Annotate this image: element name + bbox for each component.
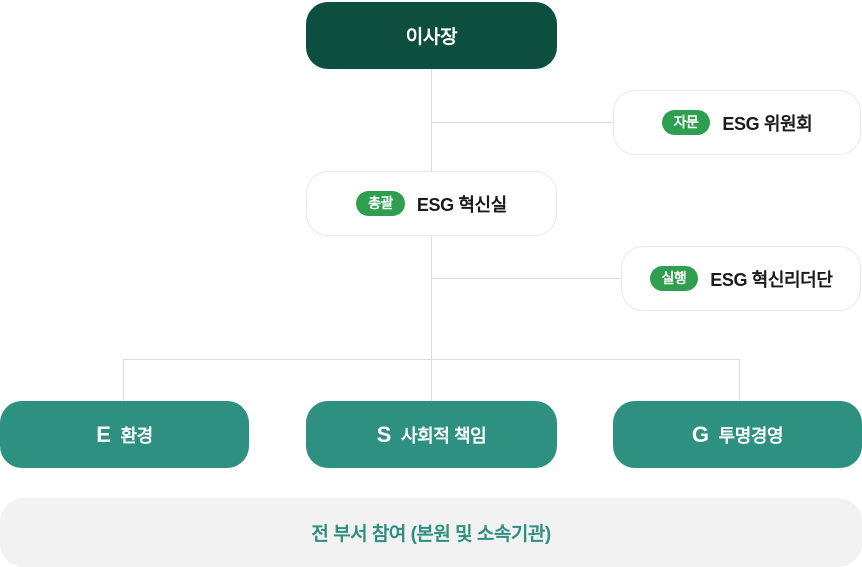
node-chairman-label: 이사장 [405,27,458,48]
node-esg-committee-label: ESG 위원회 [722,113,813,134]
connector-esg-left-drop [123,359,124,401]
connector-spine-mid [431,236,432,359]
connector-esg-bus [123,359,740,360]
node-esg-governance-label: 투명경영 [718,425,784,446]
tag-general: 총괄 [356,191,405,216]
node-esg-leader-group-label: ESG 혁신리더단 [710,269,833,290]
node-esg-environment[interactable]: E 환경 [0,401,249,468]
node-esg-governance[interactable]: G 투명경영 [613,401,862,468]
esg-letter-g: G [691,421,709,447]
node-esg-environment-label: 환경 [120,425,153,446]
connector-to-committee [431,122,613,123]
node-chairman[interactable]: 이사장 [306,2,557,69]
node-esg-innovation-office[interactable]: 총괄 ESG 혁신실 [306,171,557,236]
tag-advisory: 자문 [661,110,711,135]
node-all-departments-label: 전 부서 참여 (본원 및 소속기관) [311,524,551,545]
node-esg-leader-group[interactable]: 실행 ESG 혁신리더단 [621,246,861,311]
connector-to-leader-group [431,278,621,279]
connector-spine-bottom [431,359,432,401]
connector-spine-top [431,69,432,185]
node-esg-committee[interactable]: 자문 ESG 위원회 [613,90,861,155]
node-esg-social-label: 사회적 책임 [400,425,487,446]
connector-esg-right-drop [739,359,740,401]
node-esg-innovation-office-label: ESG 혁신실 [416,194,507,215]
esg-letter-s: S [376,421,392,447]
tag-execution: 실행 [649,266,699,291]
esg-letter-e: E [96,421,111,447]
node-all-departments: 전 부서 참여 (본원 및 소속기관) [0,498,862,567]
node-esg-social[interactable]: S 사회적 책임 [306,401,557,468]
